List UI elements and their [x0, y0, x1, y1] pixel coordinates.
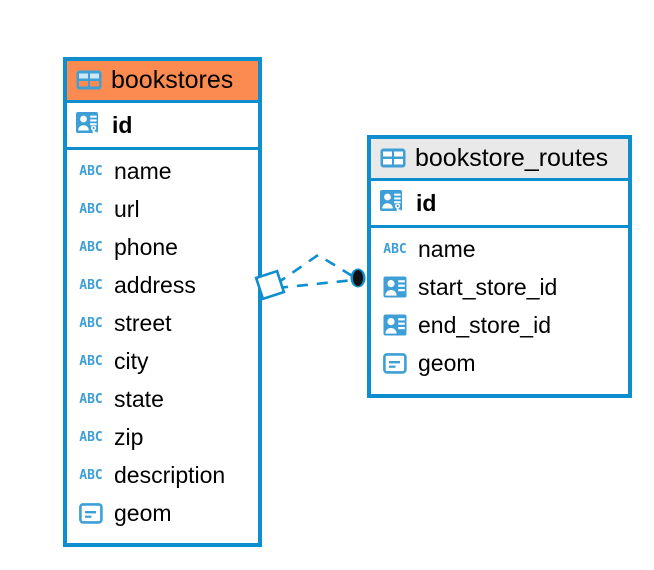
field-label: street	[114, 309, 172, 336]
filled-circle-marker	[350, 268, 366, 288]
text-type-icon: ABC	[79, 467, 103, 483]
field-row-start-store-id[interactable]: start_store_id	[371, 268, 628, 306]
fields-section-bookstore-routes: ABC name start_store_id	[371, 228, 628, 386]
geometry-type-icon	[380, 352, 410, 374]
text-type-icon: ABC	[79, 391, 103, 407]
relationship-line-upper	[275, 253, 355, 286]
text-type-icon: ABC	[79, 353, 103, 369]
field-label: zip	[114, 423, 144, 450]
text-type-icon: ABC	[79, 429, 103, 445]
field-row-street[interactable]: ABC street	[67, 304, 258, 342]
field-row-id[interactable]: id	[67, 103, 258, 147]
text-type-icon: ABC	[79, 163, 103, 179]
field-row-zip[interactable]: ABC zip	[67, 418, 258, 456]
field-row-name[interactable]: ABC name	[371, 230, 628, 268]
entity-title: bookstores	[111, 66, 234, 94]
field-row-description[interactable]: ABC description	[67, 456, 258, 494]
primary-key-section-bookstores: id	[67, 100, 258, 151]
field-label: state	[114, 385, 164, 412]
field-label: id	[112, 111, 133, 138]
field-row-state[interactable]: ABC state	[67, 380, 258, 418]
field-label: end_store_id	[418, 311, 551, 338]
field-label: name	[114, 157, 172, 184]
primary-key-icon	[76, 112, 104, 138]
table-icon	[76, 70, 102, 90]
field-row-end-store-id[interactable]: end_store_id	[371, 306, 628, 344]
field-label: address	[114, 271, 196, 298]
field-row-name[interactable]: ABC name	[67, 152, 258, 190]
field-row-url[interactable]: ABC url	[67, 190, 258, 228]
field-label: phone	[114, 233, 178, 260]
foreign-key-icon	[380, 314, 410, 336]
field-label: geom	[114, 499, 172, 526]
field-label: id	[416, 189, 437, 216]
field-row-id[interactable]: id	[371, 181, 628, 225]
field-row-city[interactable]: ABC city	[67, 342, 258, 380]
entity-bookstore-routes[interactable]: bookstore_routes	[367, 135, 632, 398]
field-row-geom[interactable]: geom	[67, 494, 258, 532]
field-label: name	[418, 235, 476, 262]
field-row-address[interactable]: ABC address	[67, 266, 258, 304]
field-label: url	[114, 195, 140, 222]
field-row-geom[interactable]: geom	[371, 344, 628, 382]
relationship-line-lower	[276, 278, 355, 290]
primary-key-icon	[380, 190, 408, 216]
field-label: start_store_id	[418, 273, 558, 300]
text-type-icon: ABC	[79, 315, 103, 331]
table-icon	[380, 148, 406, 168]
geometry-type-icon	[76, 502, 106, 524]
entity-header-bookstore-routes[interactable]: bookstore_routes	[371, 139, 628, 179]
foreign-key-icon	[380, 276, 410, 298]
text-type-icon: ABC	[79, 277, 103, 293]
field-label: city	[114, 347, 149, 374]
field-row-phone[interactable]: ABC phone	[67, 228, 258, 266]
primary-key-section-bookstore-routes: id	[371, 178, 628, 229]
fields-section-bookstores: ABC name ABC url ABC phone ABC address A…	[67, 150, 258, 536]
entity-header-bookstores[interactable]: bookstores	[67, 61, 258, 101]
field-label: description	[114, 461, 226, 488]
entity-bookstores[interactable]: bookstores	[63, 57, 262, 547]
entity-title: bookstore_routes	[415, 144, 609, 172]
field-label: geom	[418, 349, 476, 376]
text-type-icon: ABC	[79, 201, 103, 217]
text-type-icon: ABC	[79, 239, 103, 255]
text-type-icon: ABC	[383, 241, 407, 257]
